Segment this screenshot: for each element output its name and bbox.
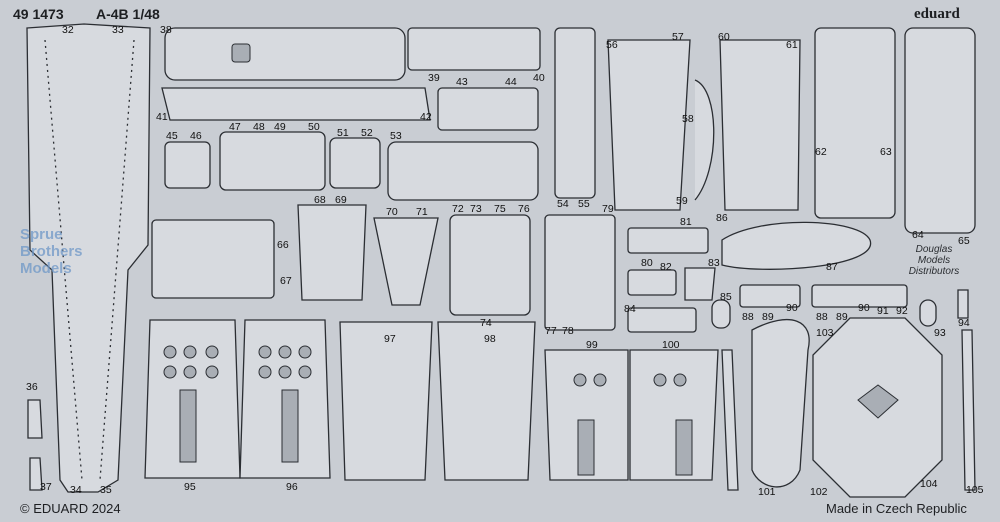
part-number: 32 — [62, 24, 74, 36]
part-number: 73 — [470, 203, 482, 215]
part-number: 42 — [420, 111, 432, 123]
part-number: 81 — [680, 216, 692, 228]
part-number: 58 — [682, 113, 694, 125]
part-number: 84 — [624, 303, 636, 315]
sprue-brothers-watermark: Sprue Brothers Models — [20, 226, 83, 277]
part-number: 34 — [70, 484, 82, 496]
part-number: 83 — [708, 257, 720, 269]
part-number: 79 — [602, 203, 614, 215]
part-number: 68 — [314, 194, 326, 206]
part-number: 82 — [660, 261, 672, 273]
part-number: 78 — [562, 325, 574, 337]
part-number: 51 — [337, 127, 349, 139]
part-number: 93 — [934, 327, 946, 339]
part-number: 52 — [361, 127, 373, 139]
part-number: 89 — [762, 311, 774, 323]
part-number: 105 — [966, 484, 984, 496]
part-number: 59 — [676, 195, 688, 207]
part-number: 94 — [958, 317, 970, 329]
part-number: 88 — [816, 311, 828, 323]
part-number: 90 — [786, 302, 798, 314]
product-code: 49 1473 — [13, 6, 64, 22]
part-number: 56 — [606, 39, 618, 51]
part-number: 74 — [480, 317, 492, 329]
part-number: 63 — [880, 146, 892, 158]
part-number: 54 — [557, 198, 569, 210]
part-number: 69 — [335, 194, 347, 206]
part-number: 91 — [877, 305, 889, 317]
part-number: 37 — [40, 481, 52, 493]
part-number: 57 — [672, 31, 684, 43]
part-number: 48 — [253, 121, 265, 133]
part-number: 50 — [308, 121, 320, 133]
part-number: 104 — [920, 478, 938, 490]
part-number: 99 — [586, 339, 598, 351]
part-number: 49 — [274, 121, 286, 133]
part-number: 39 — [428, 72, 440, 84]
part-number: 36 — [26, 381, 38, 393]
part-number: 60 — [718, 31, 730, 43]
part-number: 40 — [533, 72, 545, 84]
part-number: 89 — [836, 311, 848, 323]
part-number: 72 — [452, 203, 464, 215]
part-number: 35 — [100, 484, 112, 496]
part-number: 67 — [280, 275, 292, 287]
part-number: 46 — [190, 130, 202, 142]
part-number: 90 — [858, 302, 870, 314]
part-number: 43 — [456, 76, 468, 88]
part-number: 77 — [545, 325, 557, 337]
part-number: 33 — [112, 24, 124, 36]
part-number: 66 — [277, 239, 289, 251]
part-number: 41 — [156, 111, 168, 123]
part-number: 92 — [896, 305, 908, 317]
product-title: A-4B 1/48 — [96, 6, 160, 22]
part-number: 98 — [484, 333, 496, 345]
part-number: 85 — [720, 291, 732, 303]
part-number: 71 — [416, 206, 428, 218]
part-number: 86 — [716, 212, 728, 224]
part-number: 97 — [384, 333, 396, 345]
part-number: 65 — [958, 235, 970, 247]
dmd-watermark: Douglas Models Distributors — [908, 244, 960, 277]
part-number: 76 — [518, 203, 530, 215]
part-number: 47 — [229, 121, 241, 133]
part-number: 95 — [184, 481, 196, 493]
part-number: 87 — [826, 261, 838, 273]
part-number: 44 — [505, 76, 517, 88]
part-number: 96 — [286, 481, 298, 493]
part-number: 53 — [390, 130, 402, 142]
part-number: 61 — [786, 39, 798, 51]
copyright-label: © EDUARD 2024 — [20, 501, 121, 516]
part-number: 45 — [166, 130, 178, 142]
part-number: 62 — [815, 146, 827, 158]
part-number: 102 — [810, 486, 828, 498]
part-number: 38 — [160, 24, 172, 36]
part-number: 64 — [912, 229, 924, 241]
part-number: 88 — [742, 311, 754, 323]
origin-label: Made in Czech Republic — [826, 501, 967, 516]
part-number: 80 — [641, 257, 653, 269]
part-number: 100 — [662, 339, 680, 351]
part-number: 101 — [758, 486, 776, 498]
part-number: 55 — [578, 198, 590, 210]
part-number: 70 — [386, 206, 398, 218]
brand-logo: eduard — [914, 6, 960, 22]
part-number: 103 — [816, 327, 834, 339]
part-number: 75 — [494, 203, 506, 215]
